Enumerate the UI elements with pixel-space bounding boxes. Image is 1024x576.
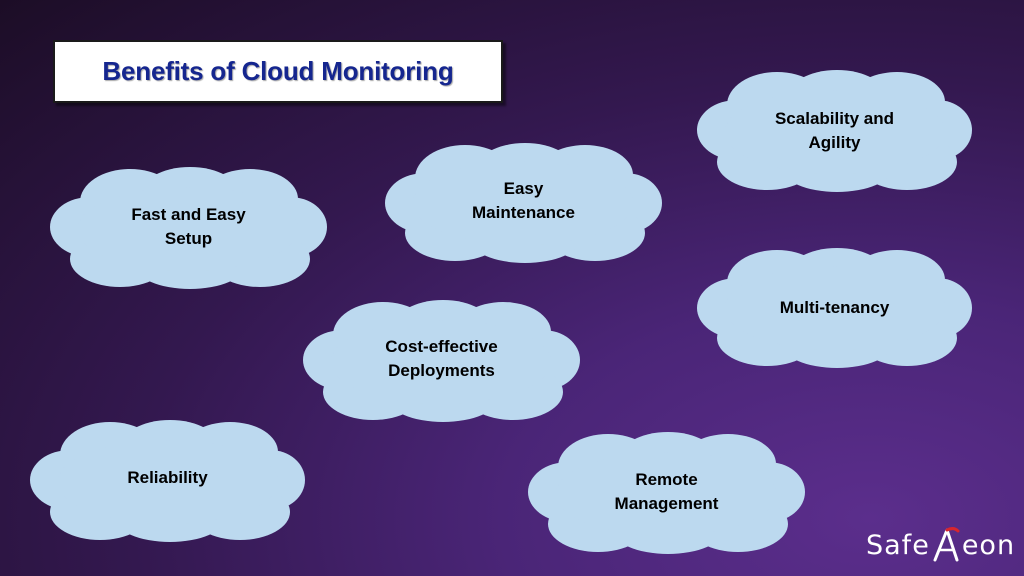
- cloud-easy-maintenance: Easy Maintenance: [385, 143, 662, 263]
- safeaeon-logo: Safe eon: [866, 522, 1018, 568]
- logo-suffix: eon: [961, 529, 1016, 561]
- cloud-label: Multi-tenancy: [779, 298, 890, 317]
- cloud-scalability-agility: Scalability and Agility: [697, 70, 972, 192]
- cloud-shape: [697, 248, 972, 368]
- cloud-label: Easy Maintenance: [472, 179, 575, 222]
- cloud-multi-tenancy: Multi-tenancy: [697, 248, 972, 368]
- cloud-shape: [303, 300, 580, 422]
- cloud-remote-management: Remote Management: [528, 432, 805, 554]
- cloud-shape: [50, 167, 327, 289]
- cloud-fast-easy-setup: Fast and Easy Setup: [50, 167, 327, 289]
- slide-title: Benefits of Cloud Monitoring: [102, 56, 454, 86]
- title-box: Benefits of Cloud Monitoring: [53, 40, 503, 103]
- cloud-cost-effective-deployments: Cost-effective Deployments: [303, 300, 580, 422]
- cloud-reliability: Reliability: [30, 420, 305, 542]
- cloud-label: Remote Management: [614, 470, 719, 513]
- cloud-label: Reliability: [127, 468, 208, 487]
- cloud-label: Cost-effective Deployments: [385, 337, 498, 380]
- cloud-label: Fast and Easy Setup: [131, 205, 246, 248]
- cloud-shape: [697, 70, 972, 192]
- cloud-shape: [30, 420, 305, 542]
- cloud-shape: [528, 432, 805, 554]
- logo-text: Safe eon: [866, 526, 1015, 564]
- cloud-shape: [385, 143, 662, 263]
- cloud-label: Scalability and Agility: [774, 109, 895, 152]
- logo-prefix: Safe: [866, 529, 930, 561]
- logo-lambda-icon: [933, 527, 960, 562]
